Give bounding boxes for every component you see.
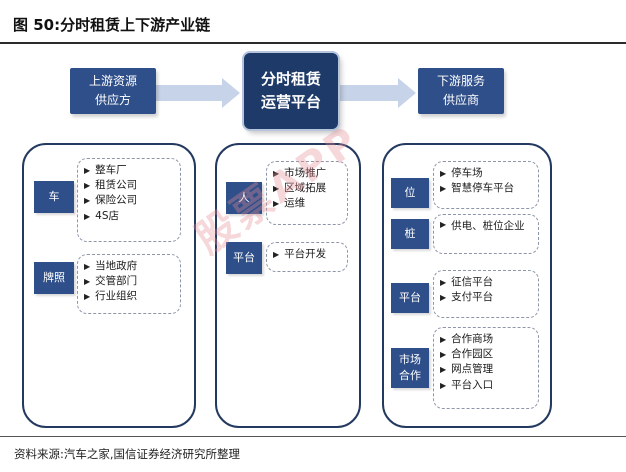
list-item: ▶ 整车厂	[84, 163, 174, 178]
list-item-label: 整车厂	[95, 164, 127, 176]
downstream-header-line1: 下游服务	[436, 74, 485, 89]
right-triangle-icon: ▶	[84, 211, 91, 221]
list-item-label: 智慧停车平台	[451, 182, 515, 195]
list-item-label: 运维	[284, 197, 306, 210]
list-item: ▶ 网点管理	[440, 362, 532, 377]
right-triangle-icon: ▶	[440, 365, 447, 375]
list-item-label: 合作商场	[451, 333, 494, 345]
platform-header: 分时租赁运营平台	[244, 53, 338, 129]
downstream-header-line2: 供应商	[442, 93, 479, 107]
tag-parking-space: 位	[391, 178, 429, 208]
list-item-label: 保险公司	[95, 194, 138, 207]
right-triangle-icon: ▶	[440, 220, 447, 229]
list-item-label: 区域拓展	[284, 182, 327, 195]
right-triangle-icon: ▶	[84, 292, 91, 302]
right-triangle-icon: ▶	[440, 184, 447, 194]
people-operations-list: ▶ 市场推广 ▶ 区域拓展 ▶ 运维	[266, 161, 348, 225]
list-item: ▶ 4S店	[84, 209, 174, 224]
vehicle-supplier-list: ▶ 整车厂 ▶ 租赁公司 ▶ 保险公司 ▶ 4S店	[77, 158, 181, 242]
list-item-label: 停车场	[451, 167, 483, 179]
list-item: ▶ 保险公司	[84, 193, 174, 208]
list-item-label: 行业组织	[95, 290, 138, 303]
list-item-label: 4S店	[95, 209, 120, 222]
platform-development-list: ▶ 平台开发	[266, 242, 348, 272]
right-triangle-icon: ▶	[273, 199, 280, 209]
list-item-label: 租赁公司	[95, 179, 138, 192]
parking-list: ▶ 停车场 ▶ 智慧停车平台	[433, 161, 539, 209]
right-triangle-icon: ▶	[84, 196, 91, 206]
tag-platform-services: 平台	[391, 283, 429, 313]
list-item-label: 市场推广	[284, 167, 327, 179]
license-authority-list: ▶ 当地政府 ▶ 交管部门 ▶ 行业组织	[77, 254, 181, 314]
right-triangle-icon: ▶	[84, 262, 91, 271]
arrow-right-icon	[340, 78, 416, 108]
list-item: ▶ 供电、桩位企业	[440, 219, 532, 234]
platform-header-line2: 运营平台	[260, 93, 321, 111]
downstream-header: 下游服务供应商	[418, 68, 504, 114]
list-item: ▶ 当地政府	[84, 259, 174, 274]
right-triangle-icon: ▶	[273, 169, 280, 178]
bottom-rule	[0, 436, 626, 437]
list-item-label: 交管部门	[95, 275, 138, 288]
right-triangle-icon: ▶	[440, 380, 447, 390]
list-item: ▶ 行业组织	[84, 289, 174, 304]
top-rule	[0, 42, 626, 44]
right-triangle-icon: ▶	[440, 293, 447, 303]
right-triangle-icon: ▶	[84, 181, 91, 191]
list-item: ▶ 停车场	[440, 166, 532, 181]
tag-people: 人	[226, 182, 262, 214]
arrow-right-icon	[156, 78, 240, 108]
right-triangle-icon: ▶	[84, 166, 91, 175]
right-triangle-icon: ▶	[440, 335, 447, 344]
list-item: ▶ 市场推广	[273, 166, 341, 181]
list-item: ▶ 租赁公司	[84, 178, 174, 193]
list-item: ▶ 区域拓展	[273, 181, 341, 196]
list-item-label: 当地政府	[95, 260, 138, 272]
upstream-header-line2: 供应方	[94, 93, 131, 107]
tag-charging-pile: 桩	[391, 219, 429, 249]
right-triangle-icon: ▶	[440, 350, 447, 360]
list-item: ▶ 运维	[273, 196, 341, 211]
list-item: ▶ 支付平台	[440, 290, 532, 305]
platform-services-list: ▶ 征信平台 ▶ 支付平台	[433, 270, 539, 318]
charging-list: ▶ 供电、桩位企业	[433, 214, 539, 254]
market-cooperation-list: ▶ 合作商场 ▶ 合作园区 ▶ 网点管理 ▶ 平台入口	[433, 327, 539, 409]
tag-market-cooperation: 市场 合作	[391, 348, 429, 388]
platform-header-line1: 分时租赁	[260, 69, 321, 88]
list-item-label: 供电、桩位企业	[451, 220, 525, 232]
list-item-label: 征信平台	[451, 276, 494, 288]
list-item: ▶ 合作商场	[440, 332, 532, 347]
tag-license-plate: 牌照	[34, 262, 74, 294]
tag-vehicle: 车	[34, 181, 74, 213]
list-item-label: 平台入口	[451, 378, 494, 391]
list-item: ▶ 征信平台	[440, 275, 532, 290]
tag-line: 合作	[399, 369, 421, 382]
list-item-label: 合作园区	[451, 348, 494, 361]
list-item: ▶ 智慧停车平台	[440, 181, 532, 196]
tag-platform: 平台	[226, 242, 262, 274]
upstream-header-line1: 上游资源	[88, 74, 137, 89]
right-triangle-icon: ▶	[84, 277, 91, 287]
right-triangle-icon: ▶	[273, 250, 280, 259]
list-item: ▶ 交管部门	[84, 274, 174, 289]
figure-source: 资料来源:汽车之家,国信证券经济研究所整理	[14, 447, 241, 461]
list-item-label: 支付平台	[451, 291, 494, 304]
list-item-label: 平台开发	[284, 248, 327, 260]
list-item: ▶ 平台入口	[440, 378, 532, 393]
figure-title: 图 50:分时租赁上下游产业链	[13, 16, 211, 34]
list-item: ▶ 合作园区	[440, 347, 532, 362]
list-item: ▶ 平台开发	[273, 247, 341, 262]
right-triangle-icon: ▶	[440, 169, 447, 178]
right-triangle-icon: ▶	[440, 278, 447, 287]
tag-line: 市场	[399, 353, 421, 367]
upstream-header: 上游资源供应方	[70, 68, 156, 114]
list-item-label: 网点管理	[451, 363, 494, 376]
right-triangle-icon: ▶	[273, 184, 280, 194]
